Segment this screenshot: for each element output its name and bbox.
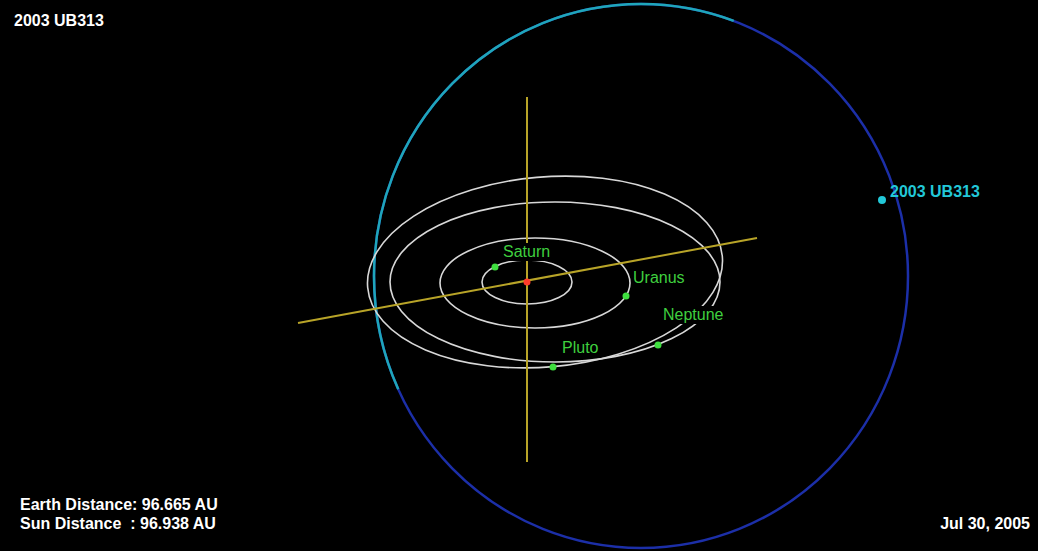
ub313-orbit: [374, 4, 908, 548]
ub313-dot: [878, 196, 886, 204]
diagram-title: 2003 UB313: [14, 12, 104, 30]
saturn-dot: [492, 264, 499, 271]
planet-label: Neptune: [662, 306, 725, 324]
object-label: 2003 UB313: [890, 183, 980, 201]
uranus-dot: [623, 293, 630, 300]
date-label: Jul 30, 2005: [940, 515, 1030, 533]
planet-label: Saturn: [502, 243, 551, 261]
neptune-orbit: [390, 202, 720, 362]
sun-dot: [524, 279, 531, 286]
planet-label: Pluto: [561, 339, 599, 357]
ub313-orbit-near: [374, 4, 908, 548]
distance-readout: Sun Distance : 96.938 AU: [20, 515, 216, 533]
planet-label: Uranus: [632, 269, 686, 287]
distance-readout: Earth Distance: 96.665 AU: [20, 496, 218, 514]
uranus-orbit: [440, 238, 630, 328]
neptune-dot: [655, 342, 662, 349]
pluto-orbit: [359, 162, 730, 382]
pluto-dot: [550, 364, 557, 371]
ecliptic-axis: [298, 238, 757, 323]
